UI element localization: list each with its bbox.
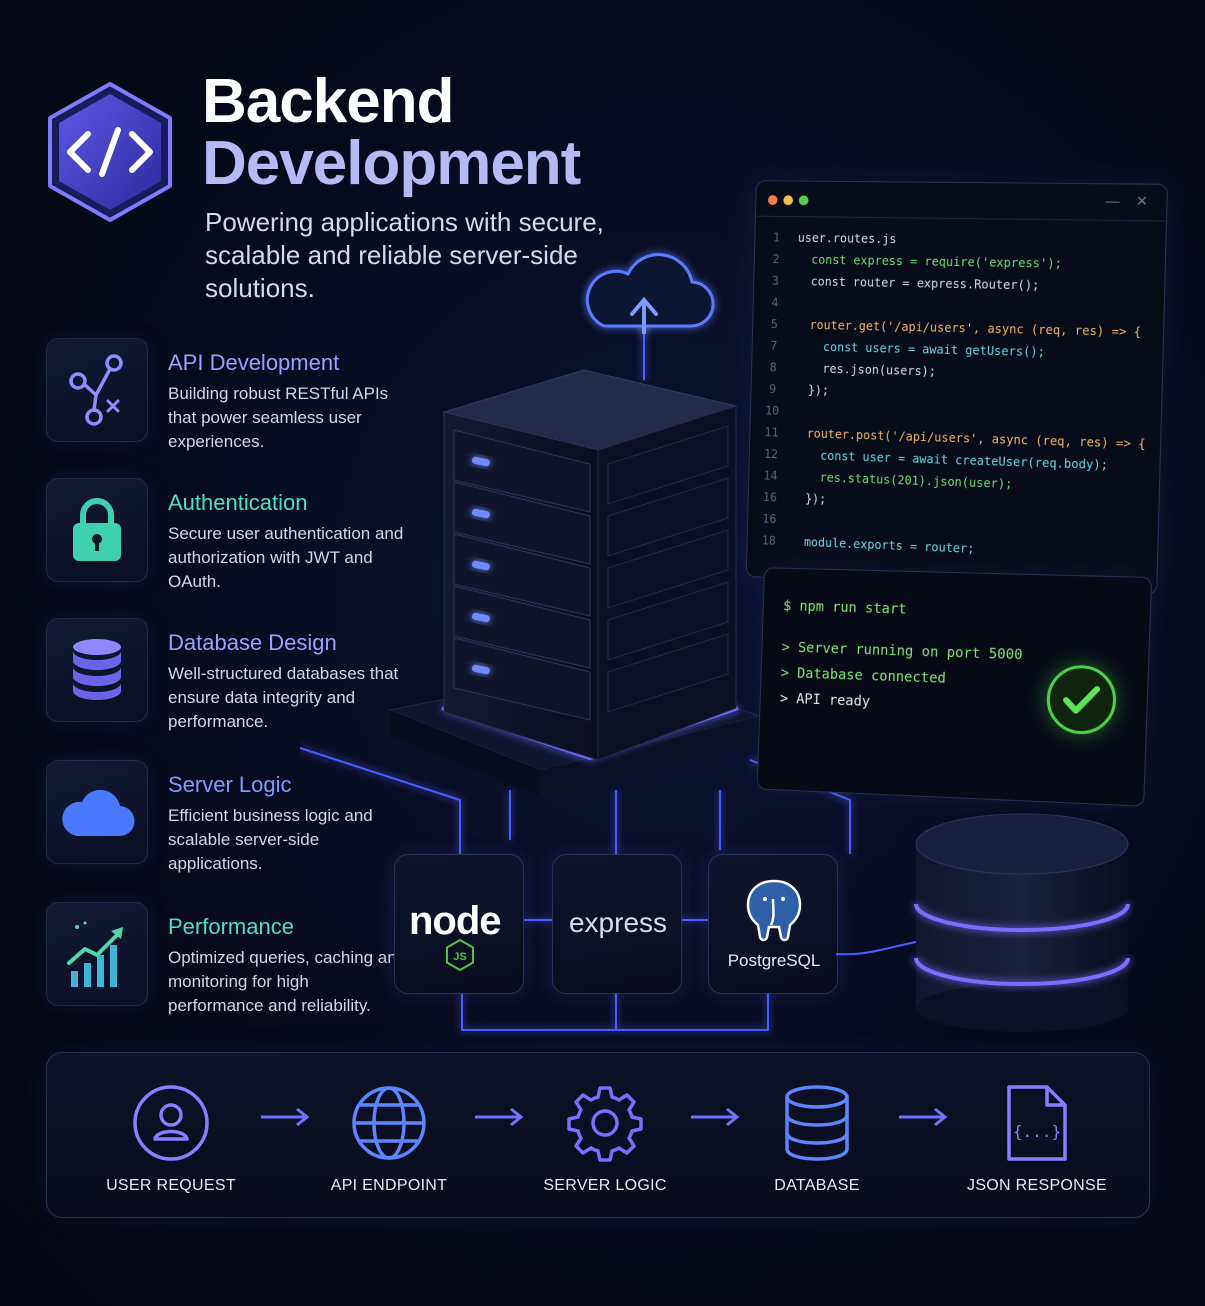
flow-step-database: DATABASE [727,1083,907,1195]
window-close-dot[interactable] [768,195,778,205]
feature-icon-box [46,338,148,442]
tech-chip-postgresql: PostgreSQL [708,854,838,994]
globe-icon [349,1083,429,1163]
code-editor-window: — ✕ 1user.routes.js 2 const express = re… [746,180,1168,595]
arrow-right-icon [895,1105,951,1129]
page-title-line-2: Development [202,128,580,200]
cloud-icon [59,786,135,838]
success-check-icon [1046,664,1118,735]
postgresql-label: PostgreSQL [709,951,839,971]
nodejs-logo-text: node [409,899,501,944]
feature-title: Performance [168,914,294,940]
terminal-output-line: > Database connected [781,665,947,687]
editor-titlebar: — ✕ [756,181,1167,221]
terminal-output-line: > Server running on port 5000 [781,640,1022,664]
express-label: express [553,907,683,939]
window-minimize-dot[interactable] [783,195,793,205]
terminal-command: $ npm run start [783,598,907,617]
nodejs-badge-text: JS [453,951,466,963]
tech-chip-nodejs: node JS [394,854,524,994]
gear-icon [565,1083,645,1163]
api-branch-icon [66,351,128,429]
request-flow-panel: USER REQUEST API ENDPOINT SERVER LOGIC [46,1052,1150,1218]
growth-chart-icon [65,919,129,989]
flow-step-server-logic: SERVER LOGIC [515,1083,695,1195]
cloud-upload-icon [587,255,713,380]
flow-label: SERVER LOGIC [515,1177,695,1195]
database-icon [69,637,125,703]
flow-label: API ENDPOINT [299,1177,479,1195]
feature-title: Server Logic [168,772,292,798]
flow-label: DATABASE [727,1177,907,1195]
flow-step-json-response: {...} JSON RESPONSE [947,1083,1127,1195]
window-controls-icon[interactable]: — ✕ [1105,192,1154,210]
nodejs-hex-icon: JS [445,939,475,971]
user-icon [131,1083,211,1163]
logo-hexagon [44,80,176,224]
database-icon [777,1083,857,1163]
terminal-window: $ npm run start > Server running on port… [757,567,1153,807]
flow-step-user-request: USER REQUEST [81,1083,261,1195]
window-maximize-dot[interactable] [799,195,809,205]
feature-title: Authentication [168,490,307,516]
flow-label: JSON RESPONSE [947,1177,1127,1195]
flow-step-api-endpoint: API ENDPOINT [299,1083,479,1195]
json-file-icon: {...} [997,1083,1077,1163]
code-body: 1user.routes.js 2 const express = requir… [747,217,1166,568]
terminal-output-line: > API ready [780,691,871,710]
feature-icon-box [46,478,148,582]
lock-icon [69,497,125,563]
feature-icon-box [46,618,148,722]
feature-icon-box [46,902,148,1006]
tech-chip-express: express [552,854,682,994]
flow-label: USER REQUEST [81,1177,261,1195]
database-cylinder [836,808,1136,1034]
postgresql-elephant-icon [743,877,805,943]
feature-icon-box [46,760,148,864]
json-braces-glyph: {...} [1013,1122,1061,1141]
